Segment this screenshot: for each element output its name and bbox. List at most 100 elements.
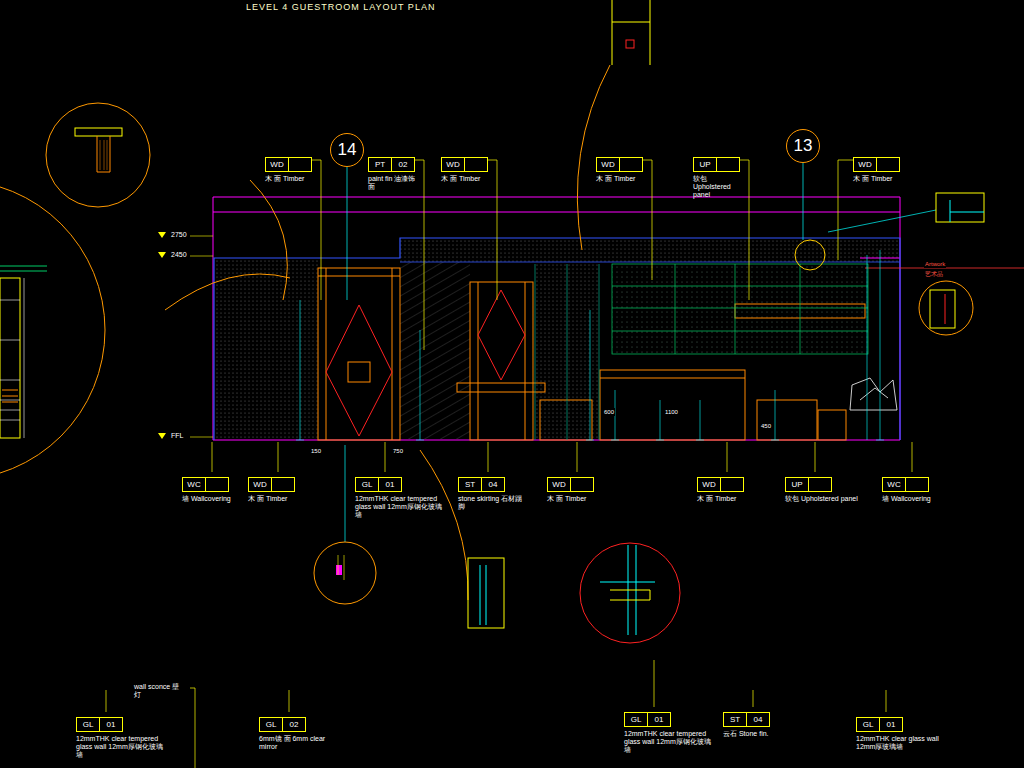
material-number [720,478,743,491]
material-number: 01 [647,713,670,726]
timber-panel [600,370,745,440]
material-tag: ST04云石 Stone fin. [723,708,793,738]
material-number [905,478,928,491]
material-description: 12mmTHK clear tempered glass wall 12mm厚钢… [624,730,716,754]
material-tag: UP软包 Upholstered panel [693,153,743,199]
tag-box: UP [785,477,832,492]
callout-outline [787,130,820,163]
material-code: WC [883,478,905,491]
wall-finish-fill [612,264,868,354]
detail-section [936,193,984,222]
material-number [619,158,642,171]
material-tag: WD木 面 Timber [265,153,313,183]
wall-finish-fill [214,240,900,440]
material-number: 01 [879,718,902,731]
material-number: 04 [746,713,769,726]
material-tag: GL0112mmTHK clear glass wall 12mm厚玻璃墙 [856,713,948,751]
material-description: 木 面 Timber [853,175,901,183]
material-code: WD [854,158,876,171]
material-code: WD [698,478,720,491]
leader-line [483,160,497,300]
detail-circle [46,103,150,207]
material-tag: WD 木 面 Timber [853,153,901,183]
tag-box: UP [693,157,740,172]
material-tag: GL0112mmTHK clear tempered glass wall 12… [355,473,447,519]
callout-outline [331,134,364,167]
detail-circle [919,281,973,335]
detail-section [930,290,955,328]
level-marker [158,252,166,258]
detail-section [336,565,342,575]
material-number: 01 [99,718,122,731]
material-code: UP [786,478,808,491]
detail-section [75,0,984,635]
material-description: 12mmTHK clear tempered glass wall 12mm厚钢… [355,495,447,519]
adjacent-plan [0,266,47,271]
tag-box: WC [182,477,229,492]
callout-leader [803,163,804,240]
detail-section [338,555,344,580]
dimension: 150 [310,447,322,455]
material-number [271,478,294,491]
dimension-line [190,236,884,440]
upholstered-grid [612,264,868,354]
upholstered-grid [612,264,868,354]
material-tag: UP软包 Upholstered panel [785,473,865,503]
detail-section [97,136,110,172]
elevation-outline [214,238,900,440]
material-code: ST [459,478,481,491]
material-code: WD [548,478,570,491]
diamond-inlay [326,290,525,436]
adjacent-plan [0,278,20,438]
material-description: paint fin 油漆饰面 [368,175,416,191]
dimension-line [190,236,213,437]
timber-panel [318,268,400,440]
material-code: UP [694,158,716,171]
tag-box: GL02 [259,717,306,732]
material-description: 木 面 Timber [596,175,644,183]
detail-section [612,0,650,65]
detail-section [100,140,107,170]
material-number [288,158,311,171]
tag-box: WD [265,157,312,172]
timber-panel [757,400,817,440]
leader-line [838,160,853,260]
material-number [808,478,831,491]
timber-panel [457,383,545,392]
elevation-outline [400,262,900,263]
leader-line [638,160,652,280]
timber-panel [818,410,846,440]
sofa [860,388,888,400]
detail-section [75,128,122,136]
timber-panel [348,362,370,382]
annotation: wall sconce 壁灯 [133,683,185,699]
wall-finish-fill [400,262,470,439]
material-code: WD [597,158,619,171]
detail-section [600,545,655,635]
detail-section [480,565,486,625]
upholstered-grid [535,264,868,440]
level-mark: 2450 [170,251,188,259]
material-number [570,478,593,491]
detail-section [950,200,984,222]
tag-box: WD [853,157,900,172]
material-tag: WD木 面 Timber [441,153,489,183]
material-number [716,158,739,171]
level-mark: FFL [170,432,184,440]
dimension: 750 [392,447,404,455]
sofa [850,378,897,410]
material-number: 02 [391,158,414,171]
material-description: 木 面 Timber [697,495,755,503]
material-tag: WC墙 Wallcovering [182,473,240,503]
detail-circle [0,65,973,643]
material-tag: ST04stone skirting 石材踢脚 [458,473,528,511]
detail-section [945,294,946,324]
material-description: 木 面 Timber [248,495,306,503]
material-number: 02 [282,718,305,731]
wall-finish-fill [214,258,318,439]
material-code: GL [625,713,647,726]
tag-box: ST04 [723,712,770,727]
tag-box: WC [882,477,929,492]
